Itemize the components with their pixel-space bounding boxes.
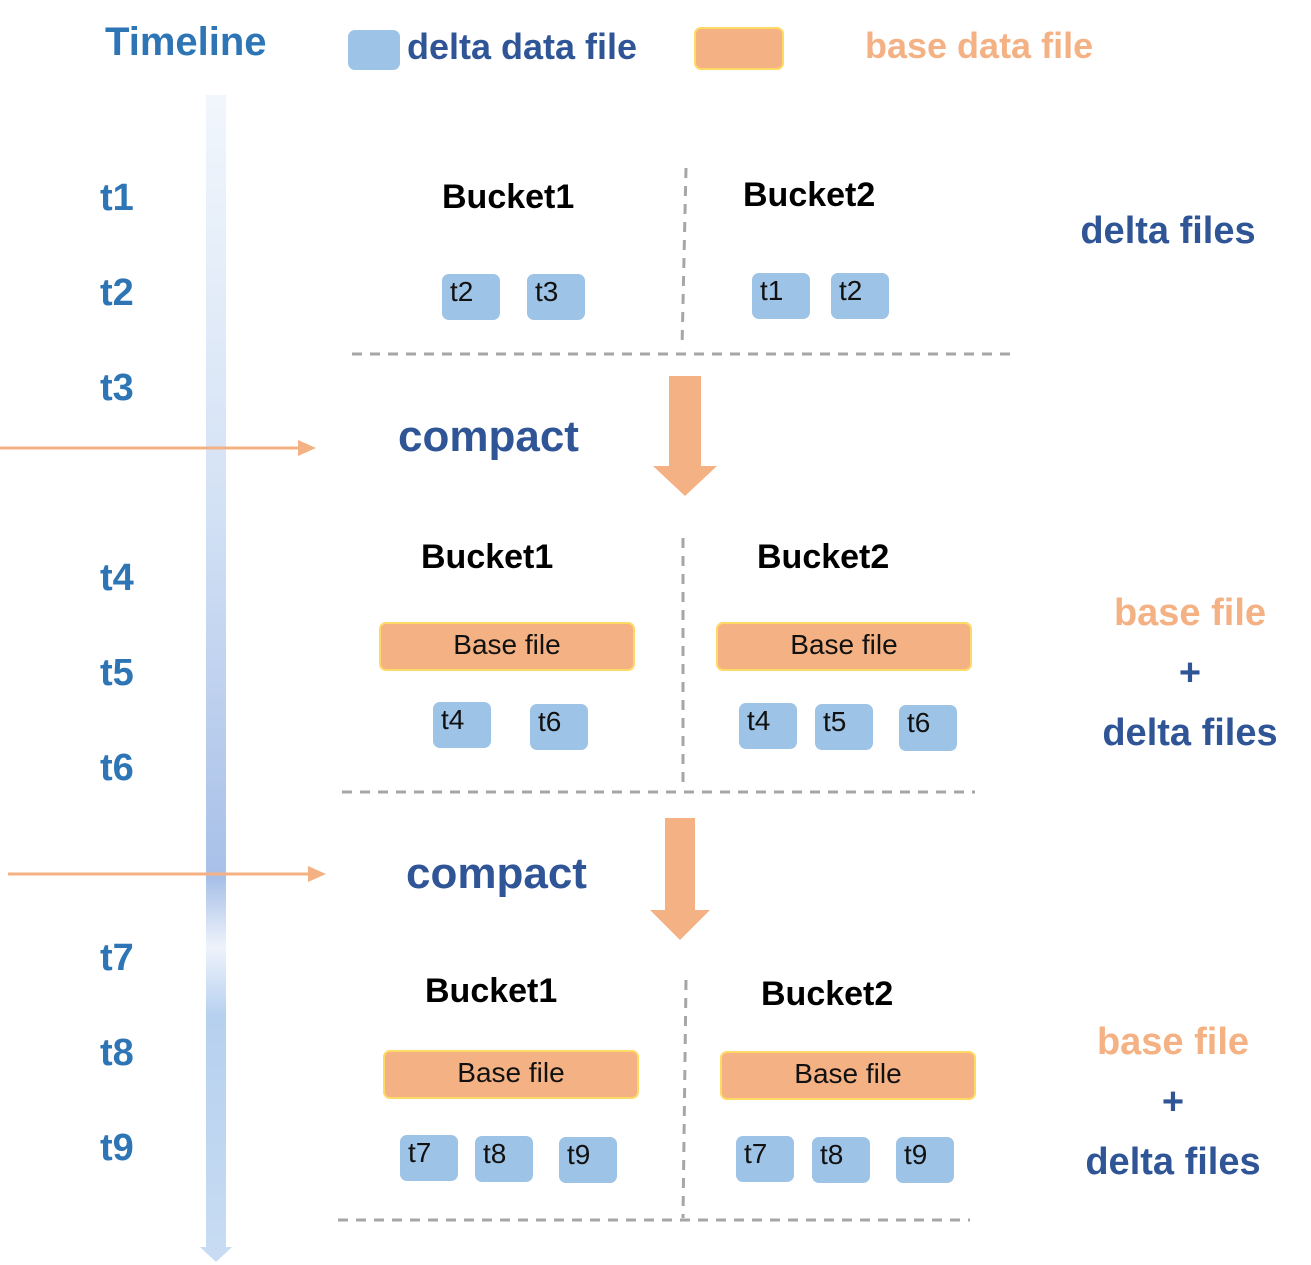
compact-marker-arrowhead-2 bbox=[308, 866, 326, 882]
compact-down-arrow-1 bbox=[653, 376, 717, 496]
stage2-side-delta: delta files bbox=[1102, 712, 1278, 754]
bucket1-title: Bucket1 bbox=[425, 972, 558, 1010]
compact-marker-arrowhead-1 bbox=[298, 440, 316, 456]
legend-delta-swatch bbox=[348, 30, 400, 70]
delta-file: t8 bbox=[812, 1137, 870, 1183]
timeline-label: t3 bbox=[100, 367, 134, 409]
stage3-side-plus: + bbox=[1161, 1081, 1185, 1123]
delta-file: t3 bbox=[527, 274, 585, 320]
delta-file: t2 bbox=[831, 273, 889, 319]
compact-label: compact bbox=[406, 849, 587, 898]
delta-file: t2 bbox=[442, 274, 500, 320]
timeline-label: t8 bbox=[100, 1032, 134, 1074]
bucket2-title: Bucket2 bbox=[761, 975, 894, 1013]
delta-file: t5 bbox=[815, 704, 873, 750]
timeline-label: t1 bbox=[100, 177, 134, 219]
timeline-arrowhead bbox=[200, 1247, 232, 1262]
base-file: Base file bbox=[720, 1051, 976, 1100]
timeline-label: t5 bbox=[100, 652, 134, 694]
delta-file: t9 bbox=[559, 1137, 617, 1183]
bucket1-title: Bucket1 bbox=[442, 178, 575, 216]
timeline-label: t2 bbox=[100, 272, 134, 314]
legend-base-label: base data file bbox=[865, 25, 1094, 66]
legend-title: Timeline bbox=[105, 20, 267, 64]
delta-file: t9 bbox=[896, 1137, 954, 1183]
delta-file: t1 bbox=[752, 273, 810, 319]
delta-file: t4 bbox=[433, 702, 491, 748]
stage3-side-delta: delta files bbox=[1085, 1141, 1261, 1183]
stage2-side-base: base file bbox=[1113, 592, 1267, 634]
delta-file: t7 bbox=[736, 1136, 794, 1182]
timeline-axis bbox=[206, 95, 226, 1247]
timeline-label: t6 bbox=[100, 747, 134, 789]
base-file: Base file bbox=[716, 622, 972, 671]
delta-file: t6 bbox=[530, 704, 588, 750]
base-file: Base file bbox=[383, 1050, 639, 1099]
bucket-separator-1 bbox=[680, 167, 688, 349]
timeline-label: t9 bbox=[100, 1127, 134, 1169]
legend-base-swatch bbox=[694, 27, 784, 70]
bucket2-title: Bucket2 bbox=[743, 176, 876, 214]
delta-file: t7 bbox=[400, 1135, 458, 1181]
stage1-side-label: delta files bbox=[1080, 210, 1256, 252]
bucket-separator-3 bbox=[681, 979, 688, 1219]
delta-file: t4 bbox=[739, 703, 797, 749]
compact-down-arrow-2 bbox=[650, 818, 710, 940]
delta-file: t6 bbox=[899, 705, 957, 751]
stage2-side-plus: + bbox=[1178, 652, 1202, 694]
delta-file: t8 bbox=[475, 1136, 533, 1182]
timeline-label: t4 bbox=[100, 557, 134, 599]
bucket1-title: Bucket1 bbox=[421, 538, 554, 576]
compact-label: compact bbox=[398, 412, 579, 461]
bucket2-title: Bucket2 bbox=[757, 538, 890, 576]
stage3-side-base: base file bbox=[1096, 1021, 1250, 1063]
timeline-label: t7 bbox=[100, 937, 134, 979]
base-file: Base file bbox=[379, 622, 635, 671]
legend-delta-label: delta data file bbox=[407, 26, 638, 67]
